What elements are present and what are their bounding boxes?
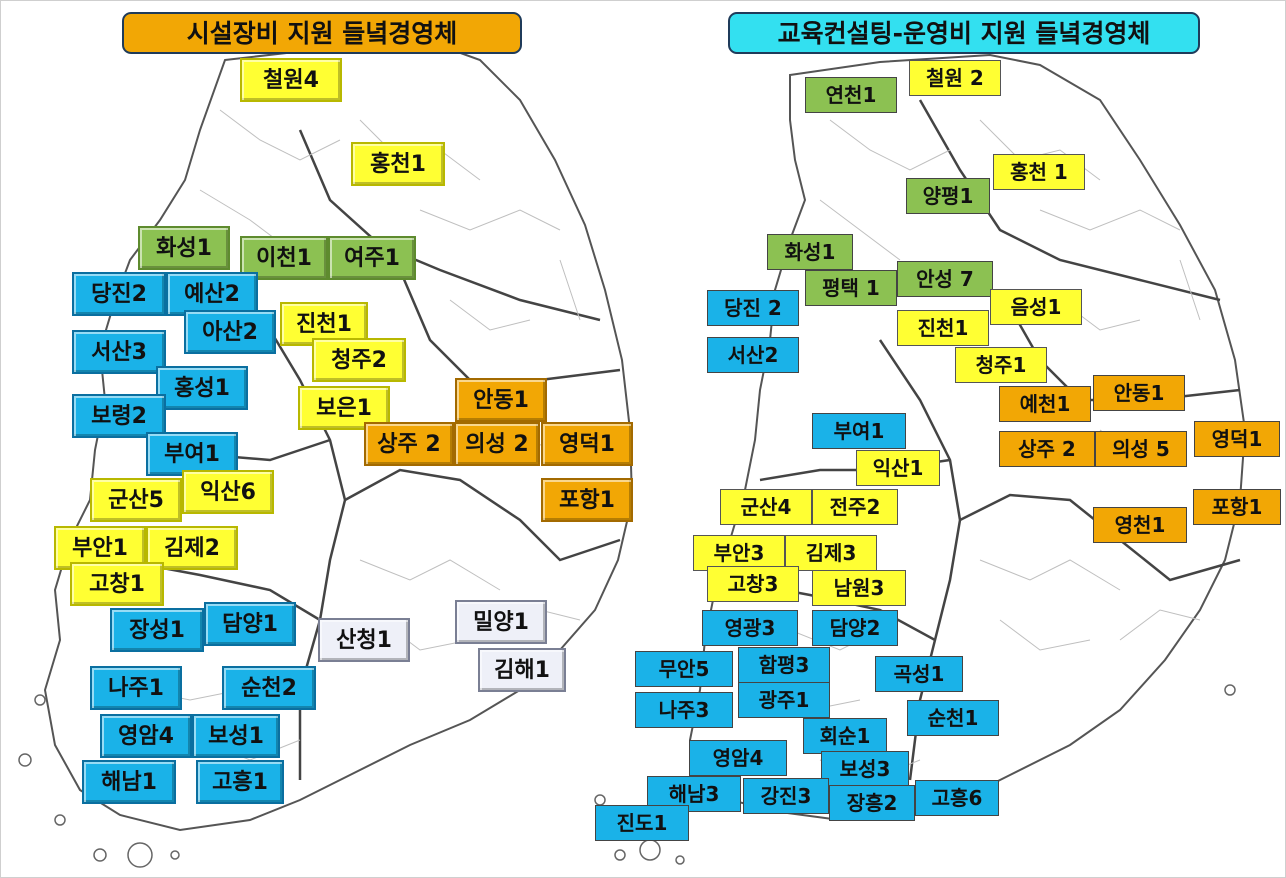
left-label-boryeong: 보령2 bbox=[72, 394, 166, 438]
left-label-boseong: 보성1 bbox=[192, 714, 280, 758]
right-label-namwon: 남원3 bbox=[812, 570, 906, 606]
left-label-naju: 나주1 bbox=[90, 666, 182, 710]
left-label-asan: 아산2 bbox=[184, 310, 276, 354]
right-label-jeonju: 전주2 bbox=[812, 489, 898, 525]
left-label-yeoju: 여주1 bbox=[328, 236, 416, 280]
left-label-yeongam: 영암4 bbox=[100, 714, 192, 758]
right-label-sangju: 상주 2 bbox=[999, 431, 1095, 467]
right-label-suncheon: 순천1 bbox=[907, 700, 999, 736]
left-label-yeongdeok: 영덕1 bbox=[541, 422, 633, 466]
right-label-yecheon: 예천1 bbox=[999, 386, 1091, 422]
right-label-buan: 부안3 bbox=[693, 535, 785, 571]
left-label-goheung: 고흥1 bbox=[196, 760, 284, 804]
right-label-cheongju: 청주1 bbox=[955, 347, 1047, 383]
left-label-hongcheon: 홍천1 bbox=[351, 142, 445, 186]
right-label-boseong: 보성3 bbox=[821, 751, 909, 787]
right-label-seosan: 서산2 bbox=[707, 337, 799, 373]
left-label-suncheon: 순천2 bbox=[222, 666, 316, 710]
left-label-sangju: 상주 2 bbox=[364, 422, 454, 466]
left-label-dangjin: 당진2 bbox=[72, 272, 166, 316]
left-label-cheorwon: 철원4 bbox=[240, 58, 342, 102]
right-label-muan: 무안5 bbox=[635, 651, 733, 687]
left-label-andong: 안동1 bbox=[455, 378, 547, 422]
left-label-gochang: 고창1 bbox=[70, 562, 164, 606]
right-label-yeonggwang: 영광3 bbox=[702, 610, 798, 646]
right-label-gimje: 김제3 bbox=[785, 535, 877, 571]
right-label-gunsan: 군산4 bbox=[720, 489, 812, 525]
right-label-dangjin: 당진 2 bbox=[707, 290, 799, 326]
right-label-jindo: 진도1 bbox=[595, 805, 689, 841]
left-label-hwaseong: 화성1 bbox=[138, 226, 230, 270]
right-label-naju: 나주3 bbox=[635, 692, 733, 728]
left-label-jangseong: 장성1 bbox=[110, 608, 204, 652]
right-label-yeongam: 영암4 bbox=[689, 740, 787, 776]
right-label-hwaseong: 화성1 bbox=[767, 234, 853, 270]
right-label-jangheung: 장흥2 bbox=[829, 785, 915, 821]
left-label-gimhae: 김해1 bbox=[478, 648, 566, 692]
left-label-pohang: 포항1 bbox=[541, 478, 633, 522]
right-label-cheorwon: 철원 2 bbox=[909, 60, 1001, 96]
right-label-iksan: 익산1 bbox=[856, 450, 940, 486]
right-label-anseong: 안성 7 bbox=[897, 261, 993, 297]
left-label-sancheong: 산청1 bbox=[318, 618, 410, 662]
right-label-yangpyeong: 양평1 bbox=[906, 178, 990, 214]
left-label-cheongju: 청주2 bbox=[312, 338, 406, 382]
right-label-damyang: 담양2 bbox=[812, 610, 898, 646]
right-label-gangjin: 강진3 bbox=[743, 778, 829, 814]
right-label-yeoncheon: 연천1 bbox=[805, 77, 897, 113]
right-label-gochang: 고창3 bbox=[707, 566, 799, 602]
left-label-gimje: 김제2 bbox=[146, 526, 238, 570]
left-label-haenam: 해남1 bbox=[82, 760, 176, 804]
right-label-andong: 안동1 bbox=[1093, 375, 1185, 411]
left-label-gunsan: 군산5 bbox=[90, 478, 182, 522]
right-label-pohang: 포항1 bbox=[1193, 489, 1281, 525]
right-label-hongcheon: 홍천 1 bbox=[993, 154, 1085, 190]
left-label-miryang: 밀양1 bbox=[455, 600, 547, 644]
right-label-hampyeong: 함평3 bbox=[738, 647, 830, 683]
left-label-uiseong: 의성 2 bbox=[454, 422, 540, 466]
right-label-goheung: 고흥6 bbox=[915, 780, 999, 816]
right-label-uiseong: 의성 5 bbox=[1095, 431, 1187, 467]
left-label-buyeo: 부여1 bbox=[146, 432, 238, 476]
right-label-hwasun: 회순1 bbox=[803, 718, 887, 754]
left-label-seosan: 서산3 bbox=[72, 330, 166, 374]
left-label-hongseong: 홍성1 bbox=[156, 366, 248, 410]
left-islands bbox=[18, 694, 180, 868]
right-label-gokseong: 곡성1 bbox=[875, 656, 963, 692]
left-map-title: 시설장비 지원 들녘경영체 bbox=[122, 12, 522, 54]
right-map-title: 교육컨설팅-운영비 지원 들녘경영체 bbox=[728, 12, 1200, 54]
right-label-gwangju: 광주1 bbox=[738, 682, 830, 718]
right-label-yeongdeok: 영덕1 bbox=[1194, 421, 1280, 457]
right-label-jincheon: 진천1 bbox=[897, 310, 989, 346]
right-label-pyeongtaek: 평택 1 bbox=[805, 270, 897, 306]
right-label-buyeo: 부여1 bbox=[812, 413, 906, 449]
right-label-eumseong: 음성1 bbox=[990, 289, 1082, 325]
left-label-buan: 부안1 bbox=[54, 526, 146, 570]
right-label-yeongcheon: 영천1 bbox=[1093, 507, 1187, 543]
left-label-iksan: 익산6 bbox=[182, 470, 274, 514]
left-label-damyang: 담양1 bbox=[204, 602, 296, 646]
